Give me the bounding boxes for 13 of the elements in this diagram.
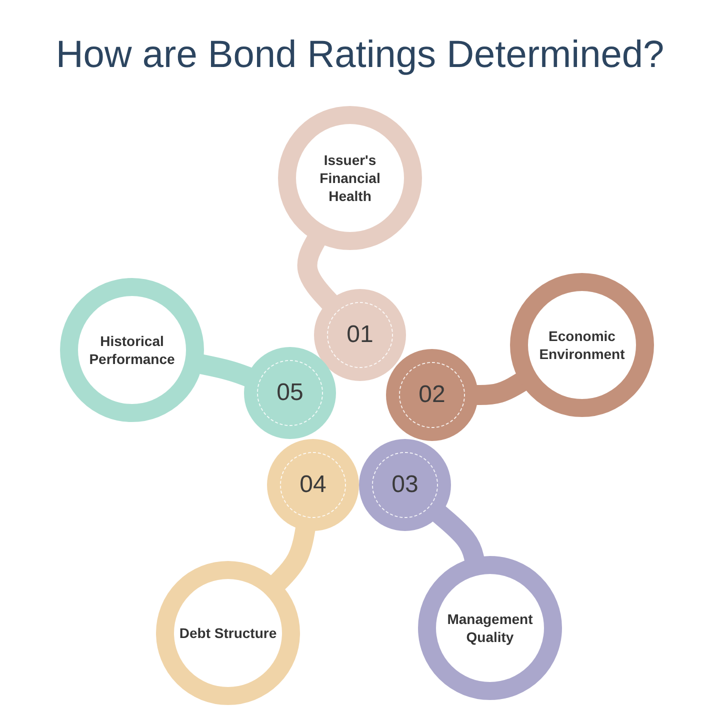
- step-number: 01: [346, 321, 374, 349]
- step-number: 03: [392, 471, 418, 499]
- step-number: 05: [276, 379, 304, 407]
- factor-label: Issuer's Financial Health: [318, 150, 382, 206]
- title: How are Bond Ratings Determined?: [54, 34, 666, 77]
- factor-label: Management Quality: [446, 610, 534, 646]
- factor-label: Historical Performance: [88, 332, 176, 368]
- connector-band: [297, 234, 338, 310]
- factor-label: Economic Environment: [538, 326, 626, 364]
- factor-label: Debt Structure: [178, 624, 278, 642]
- step-number: 04: [300, 471, 326, 499]
- number-circle: [314, 289, 406, 381]
- step-number: 02: [418, 381, 446, 409]
